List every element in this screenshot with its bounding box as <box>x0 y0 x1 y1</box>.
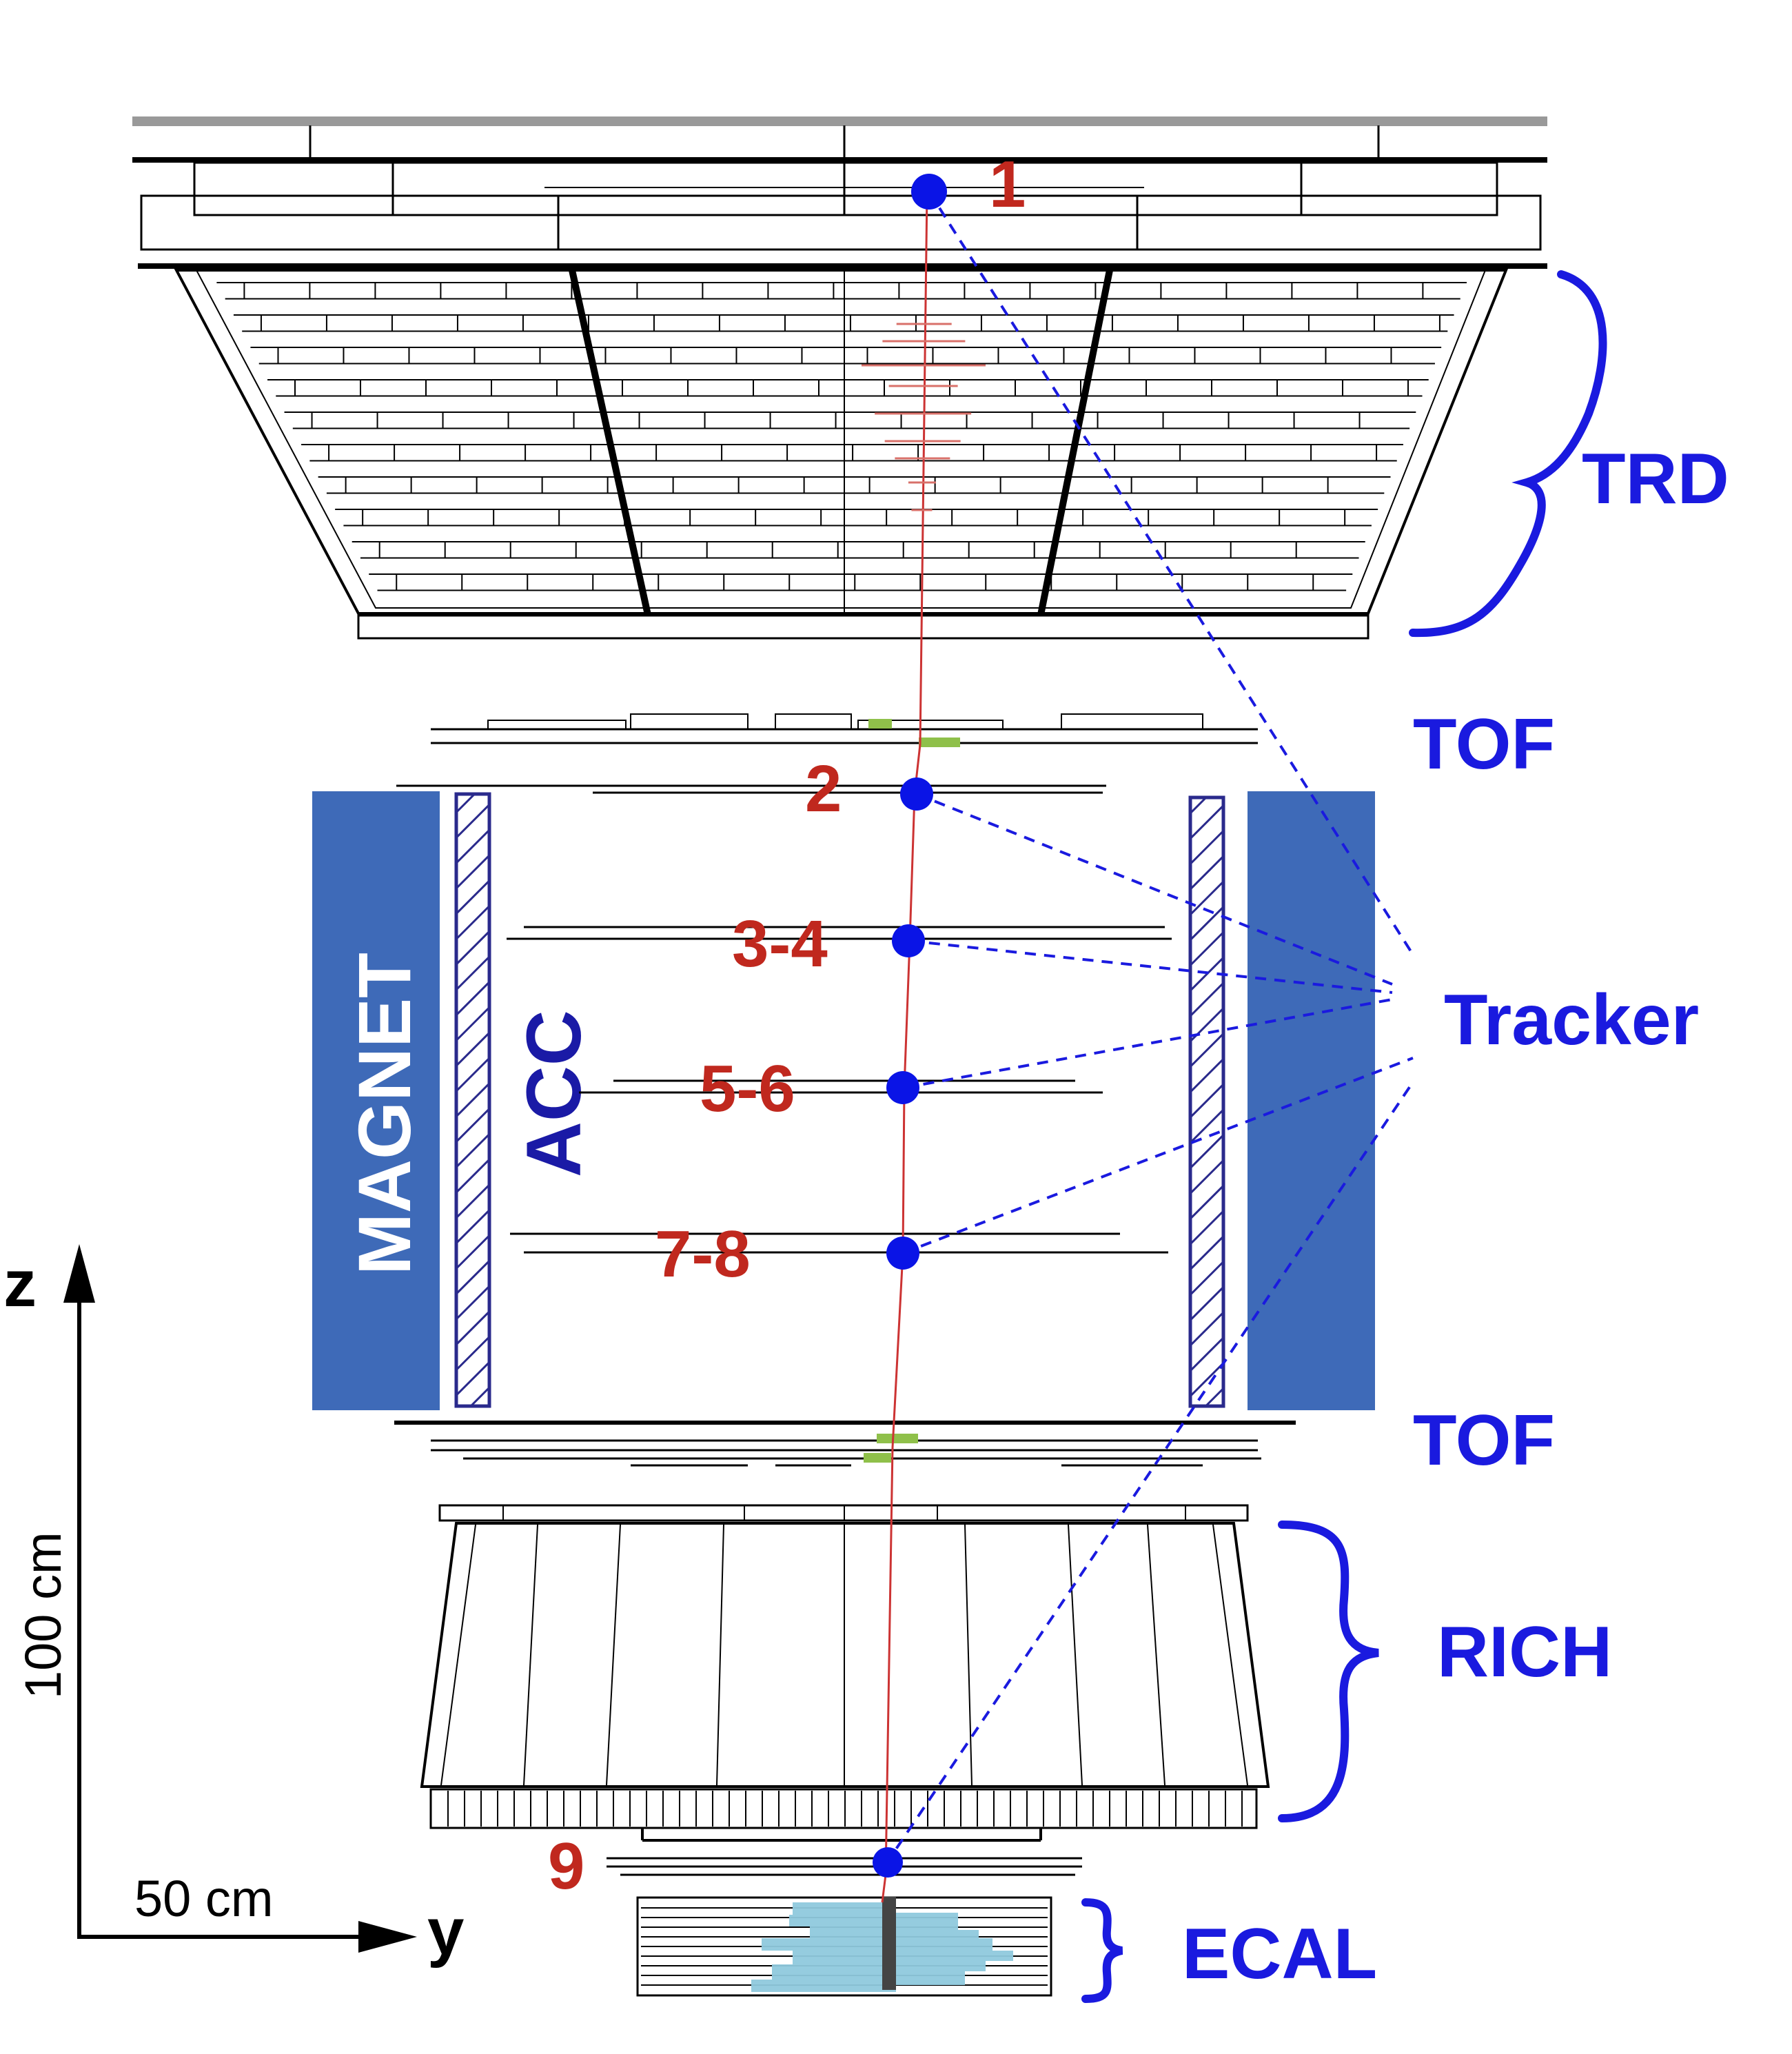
hit-numbers: 1 2 3-4 5-6 7-8 9 <box>548 148 1026 1903</box>
y-axis-label: y <box>427 1895 464 1969</box>
hit-points <box>873 174 947 1878</box>
acc-counters: ACC <box>454 792 1225 1408</box>
label-ecal: ECAL <box>1182 1914 1377 1994</box>
rich-brace <box>1278 1521 1379 1822</box>
hit-label-3-4: 3-4 <box>732 907 828 981</box>
axes: z y 100 cm 50 cm <box>3 1244 464 1969</box>
label-tof-lower: TOF <box>1413 1401 1555 1481</box>
tracker-plane-9 <box>607 1857 1082 1876</box>
rich-radiator-slat <box>716 1524 724 1786</box>
hit-label-5-6: 5-6 <box>700 1052 795 1126</box>
label-tracker: Tracker <box>1444 980 1699 1060</box>
hit-point-7-8 <box>886 1237 919 1270</box>
tof-upper-hit-paddle-1 <box>868 719 892 729</box>
tof-upper-detector <box>431 713 1258 747</box>
ecal-shower-core <box>882 1897 896 1990</box>
tof-lower-detector <box>394 1421 1296 1467</box>
rich-radiator-slat <box>606 1524 621 1786</box>
braces <box>1081 270 1607 2003</box>
acc-label: ACC <box>511 1010 597 1177</box>
tracker-planes <box>396 784 1172 1254</box>
rich-radiator-slat <box>440 1524 476 1786</box>
particle-track <box>861 191 986 1903</box>
label-trd: TRD <box>1582 439 1729 519</box>
tof-lower-hit-paddle-1 <box>877 1434 918 1443</box>
rich-radiator-slat <box>1068 1524 1083 1786</box>
tof-upper-hit-paddle-2 <box>919 738 960 747</box>
tof-lower-hit-paddle-2 <box>864 1453 891 1463</box>
magnet-left: MAGNET <box>312 791 440 1410</box>
label-tof-upper: TOF <box>1413 704 1555 784</box>
hit-point-1 <box>911 174 947 210</box>
hit-point-2 <box>900 777 933 811</box>
ecal-detector <box>636 1896 1052 1997</box>
hit-label-2: 2 <box>805 752 842 826</box>
hit-label-7-8: 7-8 <box>655 1217 751 1291</box>
hit-point-9 <box>873 1847 903 1878</box>
rich-radiator-slat <box>523 1524 538 1786</box>
z-scale-label: 100 cm <box>14 1532 72 1699</box>
rich-radiator-slat <box>1147 1524 1165 1786</box>
subdetector-labels: TRD TOF Tracker TOF RICH ECAL <box>1182 439 1729 1994</box>
trd-detector <box>174 269 1508 640</box>
tracker-connectors <box>884 190 1414 1866</box>
magnet-label: MAGNET <box>343 953 426 1275</box>
label-rich: RICH <box>1437 1612 1612 1692</box>
ecal-brace <box>1081 1898 1123 2003</box>
magnet-right <box>1248 791 1375 1410</box>
top-structure <box>132 116 1547 269</box>
hit-point-3-4 <box>892 924 925 957</box>
z-axis-arrowhead <box>63 1244 95 1303</box>
trd-brace <box>1409 270 1607 638</box>
rich-detector <box>420 1504 1270 1842</box>
hit-label-1: 1 <box>989 148 1026 221</box>
hit-label-9: 9 <box>548 1829 584 1903</box>
z-axis-label: z <box>3 1247 37 1321</box>
y-scale-label: 50 cm <box>134 1870 274 1927</box>
hit-point-5-6 <box>886 1071 919 1104</box>
rich-radiator-slat <box>1212 1524 1248 1786</box>
rich-radiator-slat <box>964 1524 973 1786</box>
y-axis-arrowhead <box>358 1921 417 1953</box>
